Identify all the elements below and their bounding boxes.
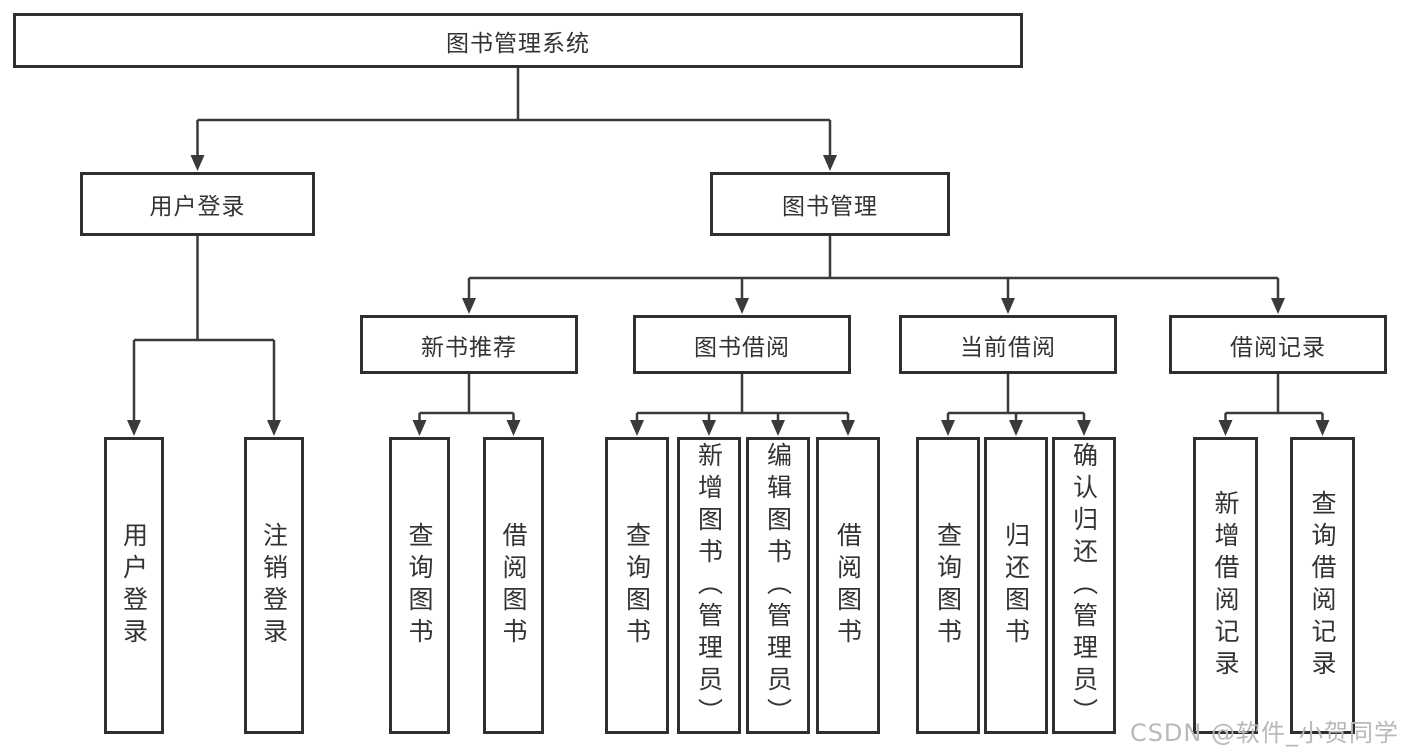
- node-label: 当前借阅: [960, 334, 1056, 361]
- node-library-management-system: 图书管理系统: [13, 13, 1023, 68]
- node-label: 注销登录: [259, 521, 289, 650]
- node-label: 查询图书: [622, 521, 652, 650]
- node-label: 用户登录: [149, 194, 246, 220]
- arrow-down-icon: [1077, 420, 1091, 436]
- arrow-down-icon: [412, 420, 427, 436]
- node-label: 图书管理系统: [446, 30, 590, 57]
- node-label: 借阅图书: [499, 521, 528, 650]
- node-label: 查询借阅记录: [1308, 489, 1337, 682]
- arrow-down-icon: [1001, 298, 1015, 314]
- arrow-down-icon: [462, 298, 476, 314]
- node-label: 借阅记录: [1230, 334, 1326, 361]
- node-borrowing-records: 借阅记录: [1169, 315, 1387, 374]
- arrow-down-icon: [702, 420, 716, 436]
- node-label: 新增借阅记录: [1211, 489, 1240, 682]
- arrow-down-icon: [823, 155, 837, 171]
- leaf-borrow-books-recommend: 借阅图书: [483, 437, 544, 734]
- arrowheads: [127, 155, 1330, 436]
- arrow-down-icon: [771, 420, 785, 436]
- arrow-down-icon: [735, 298, 749, 314]
- node-label: 新增图书（管理员）: [694, 441, 724, 730]
- node-label: 确认归还（管理员）: [1069, 441, 1099, 730]
- node-new-book-recommendation: 新书推荐: [360, 315, 578, 374]
- arrow-down-icon: [127, 420, 141, 436]
- arrow-down-icon: [190, 155, 205, 171]
- node-label: 图书借阅: [694, 334, 790, 361]
- leaf-query-borrow-record: 查询借阅记录: [1290, 437, 1355, 734]
- arrow-down-icon: [506, 420, 521, 436]
- leaf-query-books-borrow: 查询图书: [605, 437, 669, 734]
- leaf-edit-book-admin: 编辑图书（管理员）: [746, 437, 810, 734]
- node-book-borrowing: 图书借阅: [633, 315, 851, 374]
- node-label: 新书推荐: [421, 334, 517, 361]
- node-label: 查询图书: [405, 521, 434, 650]
- leaf-query-books-recommend: 查询图书: [389, 437, 450, 734]
- connector-lines: [132, 68, 1324, 422]
- arrow-down-icon: [841, 420, 855, 436]
- node-book-management: 图书管理: [710, 172, 950, 236]
- leaf-confirm-return-admin: 确认归还（管理员）: [1052, 437, 1116, 734]
- arrow-down-icon: [267, 420, 281, 436]
- arrow-down-icon: [1218, 420, 1233, 436]
- leaf-add-borrow-record: 新增借阅记录: [1193, 437, 1258, 734]
- arrow-down-icon: [941, 420, 955, 436]
- leaf-logout: 注销登录: [244, 437, 304, 734]
- leaf-borrow-books: 借阅图书: [816, 437, 880, 734]
- arrow-down-icon: [1315, 420, 1330, 436]
- arrow-down-icon: [1271, 298, 1285, 314]
- leaf-return-books: 归还图书: [984, 437, 1048, 734]
- node-label: 查询图书: [933, 521, 963, 650]
- leaf-user-login: 用户登录: [104, 437, 164, 734]
- node-user-login: 用户登录: [80, 172, 315, 236]
- arrow-down-icon: [1009, 420, 1023, 436]
- node-label: 归还图书: [1001, 521, 1031, 650]
- arrow-down-icon: [630, 420, 644, 436]
- node-label: 用户登录: [119, 521, 149, 650]
- leaf-query-books-current: 查询图书: [916, 437, 980, 734]
- node-label: 图书管理: [782, 194, 878, 220]
- node-current-borrowing: 当前借阅: [899, 315, 1117, 374]
- leaf-add-book-admin: 新增图书（管理员）: [677, 437, 741, 734]
- node-label: 借阅图书: [833, 521, 863, 650]
- node-label: 编辑图书（管理员）: [763, 441, 793, 730]
